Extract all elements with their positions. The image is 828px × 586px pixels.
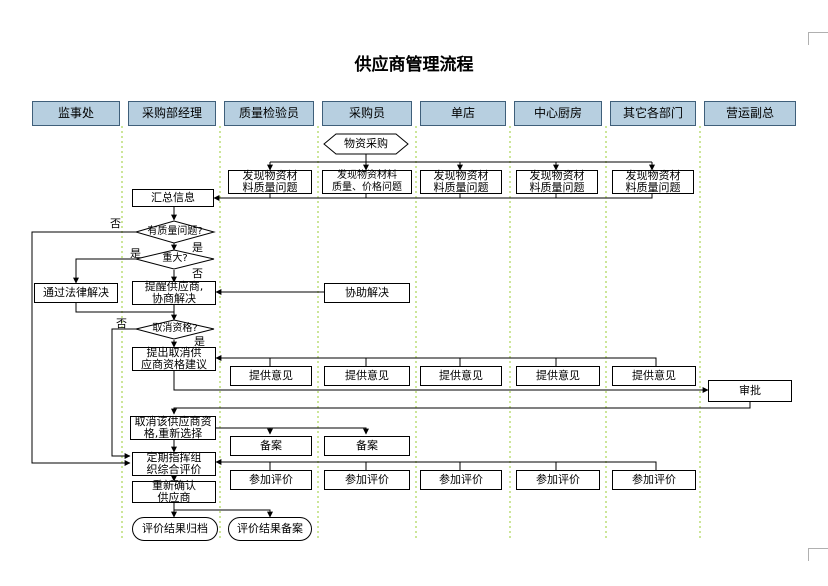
page-corner-top-right [808,32,828,45]
node-join-store: 参加评价 [420,470,502,490]
label-cancel-no: 否 [116,317,127,330]
lane-header-other-departments: 其它各部门 [610,101,696,126]
node-legal: 通过法律解决 [34,283,118,303]
node-find-quality-purchaser: 发现物资材料 质量、价格问题 [322,170,412,194]
lane-header-supervision: 监事处 [32,101,120,126]
node-join-others: 参加评价 [612,470,696,490]
label-major-yes: 是 [130,247,141,260]
node-record-purchaser: 备案 [324,436,410,456]
node-result-record: 评价结果备案 [228,517,312,541]
node-has-quality-issue: 有质量问题? [147,226,203,237]
label-major-no: 否 [192,267,203,280]
lane-header-purchaser: 采购员 [322,101,412,126]
node-opinion-purchaser: 提供意见 [324,366,410,386]
lane-header-purchasing-manager: 采购部经理 [128,101,216,126]
lane-header-operations-vp: 营运副总 [704,101,796,126]
node-cancel-reselect: 取消该供应商资 格,重新选择 [130,416,216,440]
node-propose-cancel: 提出取消供 应商资格建议 [132,347,216,371]
decision-quality-shape [134,220,216,244]
node-assist: 协助解决 [324,283,410,303]
lane-header-single-store: 单店 [420,101,506,126]
purchase-hexagon-shape [323,133,409,155]
node-archive: 评价结果归档 [132,517,218,541]
label-quality-yes: 是 [192,241,203,254]
node-find-quality-others: 发现物资材 料质量问题 [612,170,694,194]
node-purchase: 物资采购 [344,137,388,150]
node-regular-evaluation: 定期指挥组 织综合评价 [132,452,216,476]
page-title: 供应商管理流程 [354,55,474,75]
node-summarize: 汇总信息 [132,189,214,207]
node-find-quality-inspector: 发现物资材 料质量问题 [228,170,312,194]
node-remind-supplier: 提醒供应商, 协商解决 [132,281,216,305]
node-opinion-inspector: 提供意见 [230,366,312,386]
label-quality-no: 否 [110,217,121,230]
node-join-inspector: 参加评价 [230,470,312,490]
node-opinion-others: 提供意见 [612,366,696,386]
node-join-purchaser: 参加评价 [324,470,410,490]
node-opinion-kitchen: 提供意见 [516,366,600,386]
lane-header-quality-inspector: 质量检验员 [224,101,314,126]
node-major: 重大? [162,253,188,264]
label-cancel-yes: 是 [194,335,205,348]
node-approve: 审批 [708,380,792,402]
node-join-kitchen: 参加评价 [516,470,600,490]
node-cancel-qualification: 取消资格? [152,323,198,334]
node-reconfirm: 重新确认 供应商 [132,480,216,504]
node-record-inspector: 备案 [230,436,312,456]
node-find-quality-kitchen: 发现物资材 料质量问题 [516,170,598,194]
lane-header-central-kitchen: 中心厨房 [514,101,602,126]
page-corner-bottom-right [808,548,828,561]
decision-cancel-shape [135,319,215,340]
decision-major-shape [135,249,215,270]
node-find-quality-store: 发现物资材 料质量问题 [420,170,502,194]
node-opinion-store: 提供意见 [420,366,502,386]
